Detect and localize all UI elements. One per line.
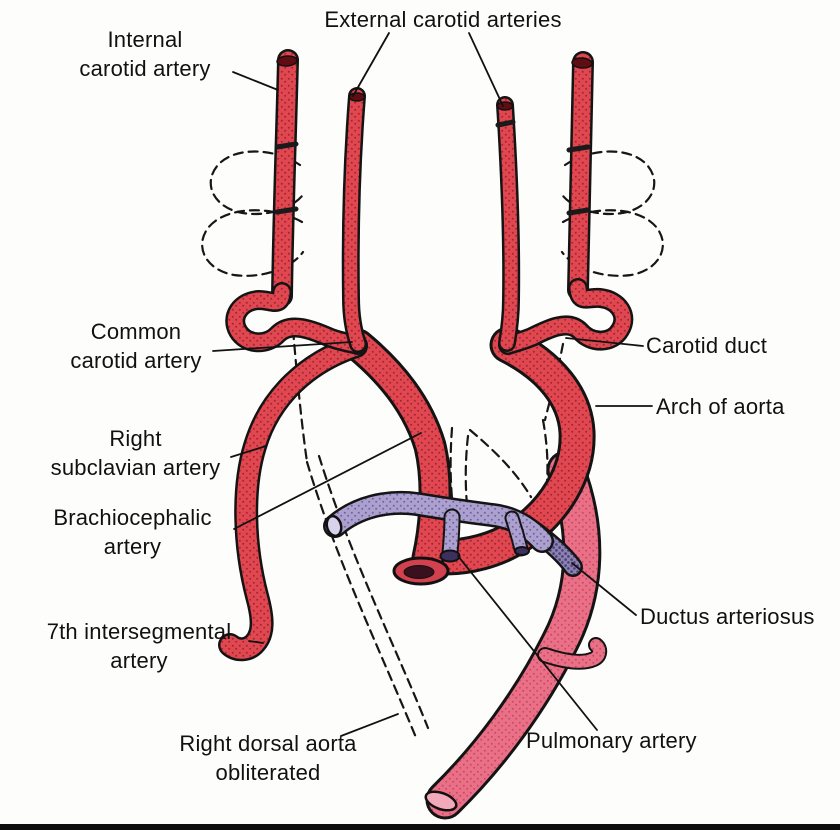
aortic-stump-lumen (403, 565, 435, 579)
label-internal-carotid-artery: Internal carotid artery (79, 27, 211, 81)
segment-break-left-1 (274, 141, 299, 150)
internal-carotid-left-tip (276, 55, 298, 67)
leader-brachiocephalic (233, 432, 422, 530)
internal-carotid-left (282, 60, 288, 296)
leader-internal-carotid (232, 71, 279, 91)
dashed-right-inner-b (541, 418, 549, 502)
label-brachiocephalic-artery: Brachiocephalic artery (53, 505, 212, 559)
leader-right-subclavian (230, 445, 267, 458)
pulmonary-trunk-opening (439, 549, 461, 563)
segment-break-external-right (495, 119, 516, 128)
label-arch-of-aorta: Arch of aorta (656, 394, 785, 419)
label-7th-intersegmental-artery: 7th intersegmental artery (46, 619, 232, 673)
dashed-arch-loop-right-lower (560, 209, 664, 277)
label-right-dorsal-aorta: Right dorsal aorta obliterated (179, 731, 357, 785)
carotid-duct-curl-left (235, 292, 358, 345)
external-carotid-right-tip (496, 101, 514, 111)
leader-pulmonary-artery (457, 555, 598, 731)
leader-7th-intersegmental (248, 640, 264, 644)
obliterated-vessels-dashed (201, 150, 664, 742)
right-subclavian-7th-intersegmental (230, 346, 356, 649)
leader-carotid-duct (565, 337, 644, 347)
dashed-right-dorsal-aorta-b (317, 454, 430, 730)
internal-carotid-right (578, 62, 583, 290)
pulmonary-stub-center (450, 517, 452, 553)
dashed-center-c (468, 428, 533, 499)
segment-break-right-2 (566, 207, 591, 216)
descending-aorta-cut-end (424, 790, 458, 812)
segment-break-left-2 (274, 206, 299, 215)
label-external-carotid-arteries: External carotid arteries (324, 7, 562, 32)
label-common-carotid-artery: Common carotid artery (70, 319, 202, 373)
pulmonary-left-cut-end (325, 514, 343, 538)
internal-carotid-right-tip (571, 57, 593, 69)
label-ductus-arteriosus: Ductus arteriosus (640, 604, 815, 629)
vessel-openings-and-caps (274, 55, 593, 812)
figure-bottom-border (0, 824, 840, 830)
pulmonary-stub-right (512, 518, 521, 549)
leader-external-carotid-left (352, 32, 390, 97)
leader-common-carotid (212, 341, 353, 352)
dashed-center-a (449, 426, 455, 510)
external-carotid-left-tip (348, 92, 366, 102)
label-pulmonary-artery: Pulmonary artery (526, 728, 697, 753)
label-right-subclavian-artery: Right subclavian artery (50, 426, 221, 480)
leader-right-dorsal-aorta (340, 713, 399, 737)
pulmonary-right-opening (514, 546, 530, 556)
external-carotid-left (351, 96, 358, 344)
leader-ductus-arteriosus (571, 562, 637, 616)
dashed-right-dorsal-aorta-a (305, 460, 419, 742)
leader-external-carotid-right (468, 32, 504, 107)
external-carotid-right (505, 105, 511, 343)
dashed-center-b (464, 434, 470, 516)
leader-lines (212, 32, 653, 737)
label-carotid-duct: Carotid duct (646, 333, 768, 358)
carotid-duct-curl-right (508, 288, 623, 345)
segment-break-right-1 (566, 144, 591, 153)
brachiocephalic-ascending-aorta (358, 345, 435, 558)
